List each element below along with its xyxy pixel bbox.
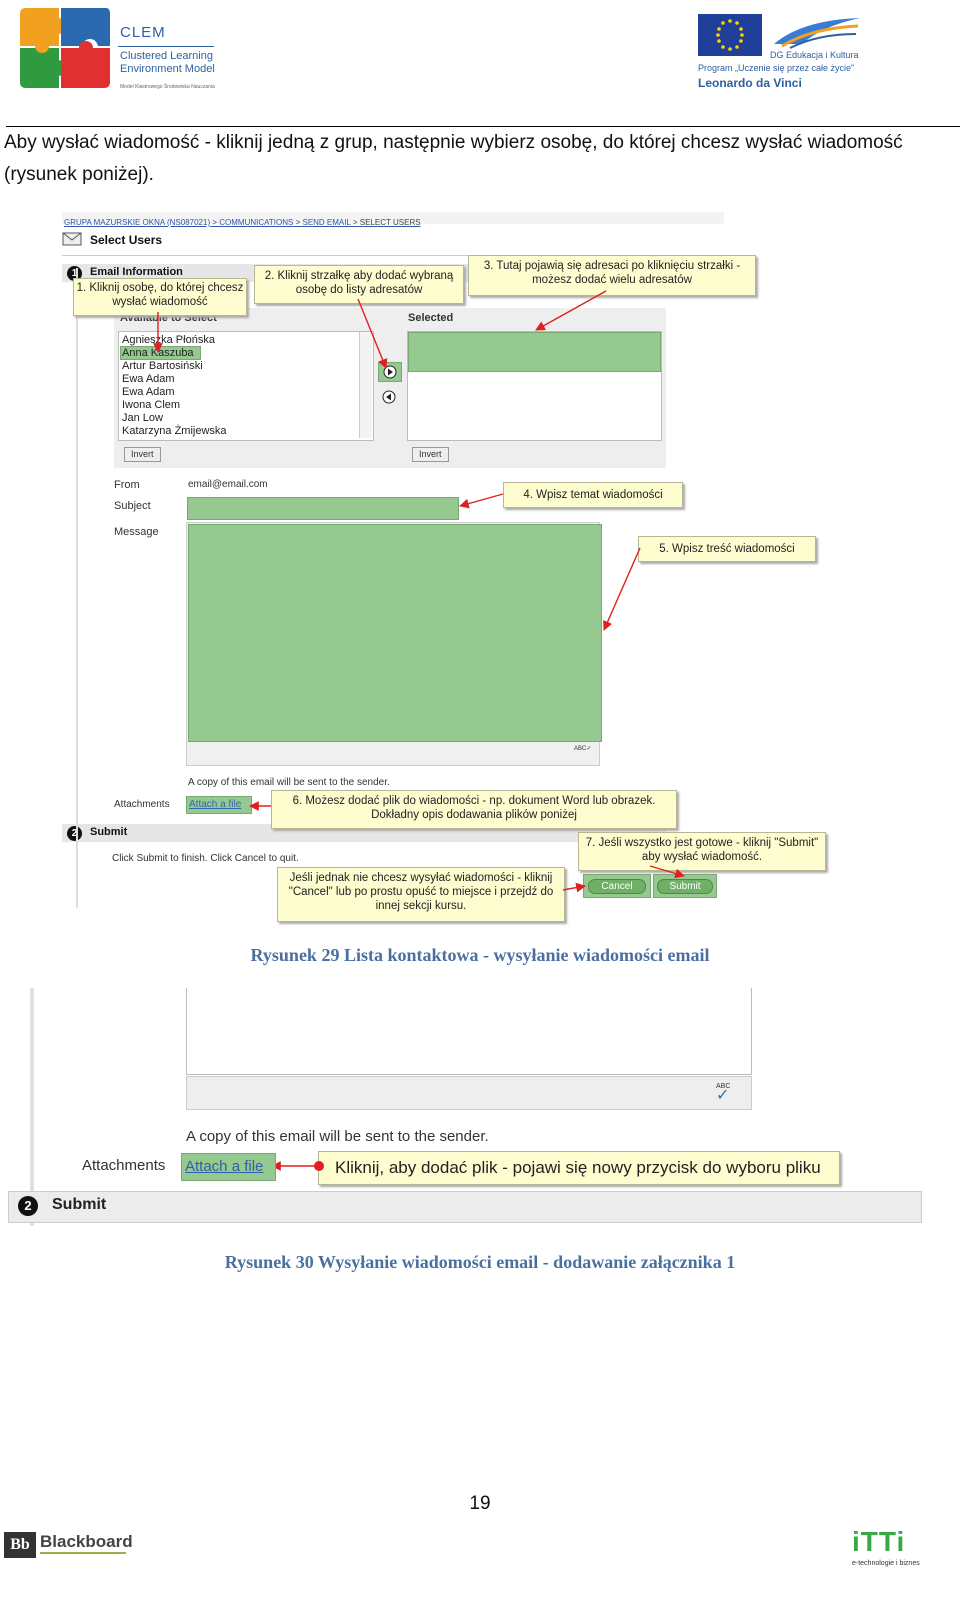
- attachments-label: Attachments: [114, 799, 170, 810]
- eu-line1: DG Edukacja i Kultura: [770, 50, 859, 60]
- page-title: Select Users: [90, 233, 163, 247]
- submit-instruction: Click Submit to finish. Click Cancel to …: [112, 853, 299, 864]
- breadcrumb-sep: >: [295, 218, 301, 227]
- editor-toolbar-2: [186, 1076, 752, 1110]
- message-textarea[interactable]: [188, 524, 602, 742]
- message-textarea-2[interactable]: [186, 988, 752, 1075]
- callout-attach: Kliknij, aby dodać plik - pojawi się now…: [318, 1151, 840, 1185]
- list-item[interactable]: Ewa Adam: [122, 386, 175, 398]
- list-item[interactable]: Agnieszka Płońska: [122, 334, 215, 346]
- arrow-7: [649, 865, 685, 879]
- clem-logo: [14, 4, 114, 90]
- left-margin-line: [76, 268, 78, 908]
- blackboard-underline: [40, 1552, 126, 1554]
- eu-line3: Leonardo da Vinci: [698, 76, 802, 90]
- copy-note-2: A copy of this email will be sent to the…: [186, 1128, 489, 1145]
- callout-5: 5. Wpisz treść wiadomości: [638, 536, 816, 562]
- breadcrumb-item-select-users: SELECT USERS: [359, 218, 421, 227]
- step1-number: 1: [67, 266, 82, 281]
- selected-label: Selected: [408, 312, 454, 324]
- list-item[interactable]: Iwona Clem: [122, 399, 181, 411]
- clem-subtitle-line2: Environment Model: [120, 63, 215, 75]
- blackboard-name: Blackboard: [40, 1532, 133, 1551]
- callout-dot: [314, 1161, 324, 1171]
- callout-3: 3. Tutaj pojawią się adresaci po kliknię…: [468, 255, 756, 296]
- step2-number-2: 2: [18, 1196, 38, 1216]
- arrow-2: [357, 298, 388, 369]
- attachments-label-2: Attachments: [82, 1157, 166, 1174]
- invert-available-button[interactable]: Invert: [124, 447, 161, 462]
- callout-7: 7. Jeśli wszystko jest gotowe - kliknij …: [578, 832, 826, 871]
- list-item[interactable]: Katarzyna Żmijewska: [122, 425, 227, 437]
- remove-arrow-icon[interactable]: [381, 389, 397, 405]
- arrow-4: [459, 493, 504, 509]
- spellcheck-label-2: ABC: [716, 1083, 731, 1090]
- clem-tagline: Model Klastrowego Środowiska Nauczania: [120, 84, 215, 90]
- from-value: email@email.com: [188, 479, 268, 490]
- subject-input[interactable]: [187, 497, 459, 520]
- eu-line2: Program „Uczenie się przez całe życie”: [698, 63, 855, 73]
- arrow-5: [603, 547, 641, 631]
- title-divider: [62, 255, 724, 256]
- callout-4: 4. Wpisz temat wiadomości: [503, 482, 683, 508]
- callout-2: 2. Kliknij strzałkę aby dodać wybraną os…: [254, 265, 464, 304]
- breadcrumb-sep: >: [212, 218, 218, 227]
- breadcrumb-item-send-email[interactable]: SEND EMAIL: [302, 218, 351, 227]
- arrow-3: [535, 290, 607, 331]
- step1-title: Email Information: [90, 266, 183, 278]
- list-item[interactable]: Ewa Adam: [122, 373, 175, 385]
- list-item[interactable]: Anna Kaszuba: [122, 347, 194, 359]
- attach-file-link-2[interactable]: Attach a file: [181, 1153, 276, 1181]
- envelope-icon: [62, 232, 82, 246]
- breadcrumb-bar: [62, 212, 724, 224]
- list-item[interactable]: Jan Low: [122, 412, 163, 424]
- invert-selected-button[interactable]: Invert: [412, 447, 449, 462]
- breadcrumb-item-communications[interactable]: COMMUNICATIONS: [219, 218, 294, 227]
- message-label: Message: [114, 526, 159, 538]
- callout-8: Jeśli jednak nie chcesz wysyłać wiadomoś…: [277, 867, 565, 922]
- subject-label: Subject: [114, 500, 151, 512]
- intro-text: Aby wysłać wiadomość - kliknij jedną z g…: [4, 132, 903, 185]
- clem-subtitle: Clustered Learning Environment Model: [120, 50, 215, 76]
- attach-file-link[interactable]: Attach a file: [186, 796, 252, 814]
- clem-title: CLEM: [120, 24, 166, 41]
- itti-tagline: e-technologie i biznes: [852, 1560, 920, 1567]
- callout-6: 6. Możesz dodać plik do wiadomości - np.…: [271, 790, 677, 829]
- breadcrumb-item-course[interactable]: GRUPA MAZURSKIE OKNA (NS087021): [64, 218, 211, 227]
- eu-flag-icon: [698, 14, 762, 56]
- leonardo-logo: [772, 14, 862, 50]
- available-users: Agnieszka Płońska Anna Kaszuba Artur Bar…: [122, 334, 227, 438]
- spellcheck-icon[interactable]: ABC✓: [574, 746, 592, 752]
- caption-2: Rysunek 30 Wysyłanie wiadomości email - …: [224, 1252, 736, 1272]
- step2-bar-2: [8, 1191, 922, 1223]
- breadcrumb-sep: >: [352, 218, 358, 227]
- step2-number: 2: [67, 826, 82, 841]
- clem-subtitle-line1: Clustered Learning: [120, 50, 213, 62]
- copy-note: A copy of this email will be sent to the…: [188, 777, 390, 788]
- arrow-8: [562, 882, 586, 893]
- itti-logo: iTTi: [852, 1526, 906, 1557]
- from-label: From: [114, 479, 140, 491]
- step2-title-2: Submit: [52, 1196, 107, 1213]
- header-rule: [6, 126, 960, 127]
- figure2-margin-line: [30, 988, 34, 1226]
- callout-1: 1. Kliknij osobę, do której chcesz wysła…: [73, 278, 247, 316]
- breadcrumb: GRUPA MAZURSKIE OKNA (NS087021) > COMMUN…: [64, 218, 421, 227]
- cancel-button[interactable]: Cancel: [588, 879, 646, 894]
- blackboard-logo: Bb: [4, 1532, 36, 1558]
- clem-divider: [118, 46, 214, 47]
- list-item[interactable]: Artur Bartosiński: [122, 360, 203, 372]
- submit-button[interactable]: Submit: [657, 879, 713, 894]
- spellcheck-label: ABC: [574, 746, 587, 752]
- caption-1: Rysunek 29 Lista kontaktowa - wysyłanie …: [250, 945, 710, 965]
- selected-users-highlight: [408, 332, 661, 372]
- check-icon: ✓: [716, 1087, 730, 1104]
- step2-title: Submit: [90, 826, 128, 838]
- list-scrollbar[interactable]: [359, 332, 372, 438]
- spellcheck-icon-2[interactable]: ABC ✓: [716, 1083, 731, 1104]
- page-number: 19: [469, 1493, 491, 1514]
